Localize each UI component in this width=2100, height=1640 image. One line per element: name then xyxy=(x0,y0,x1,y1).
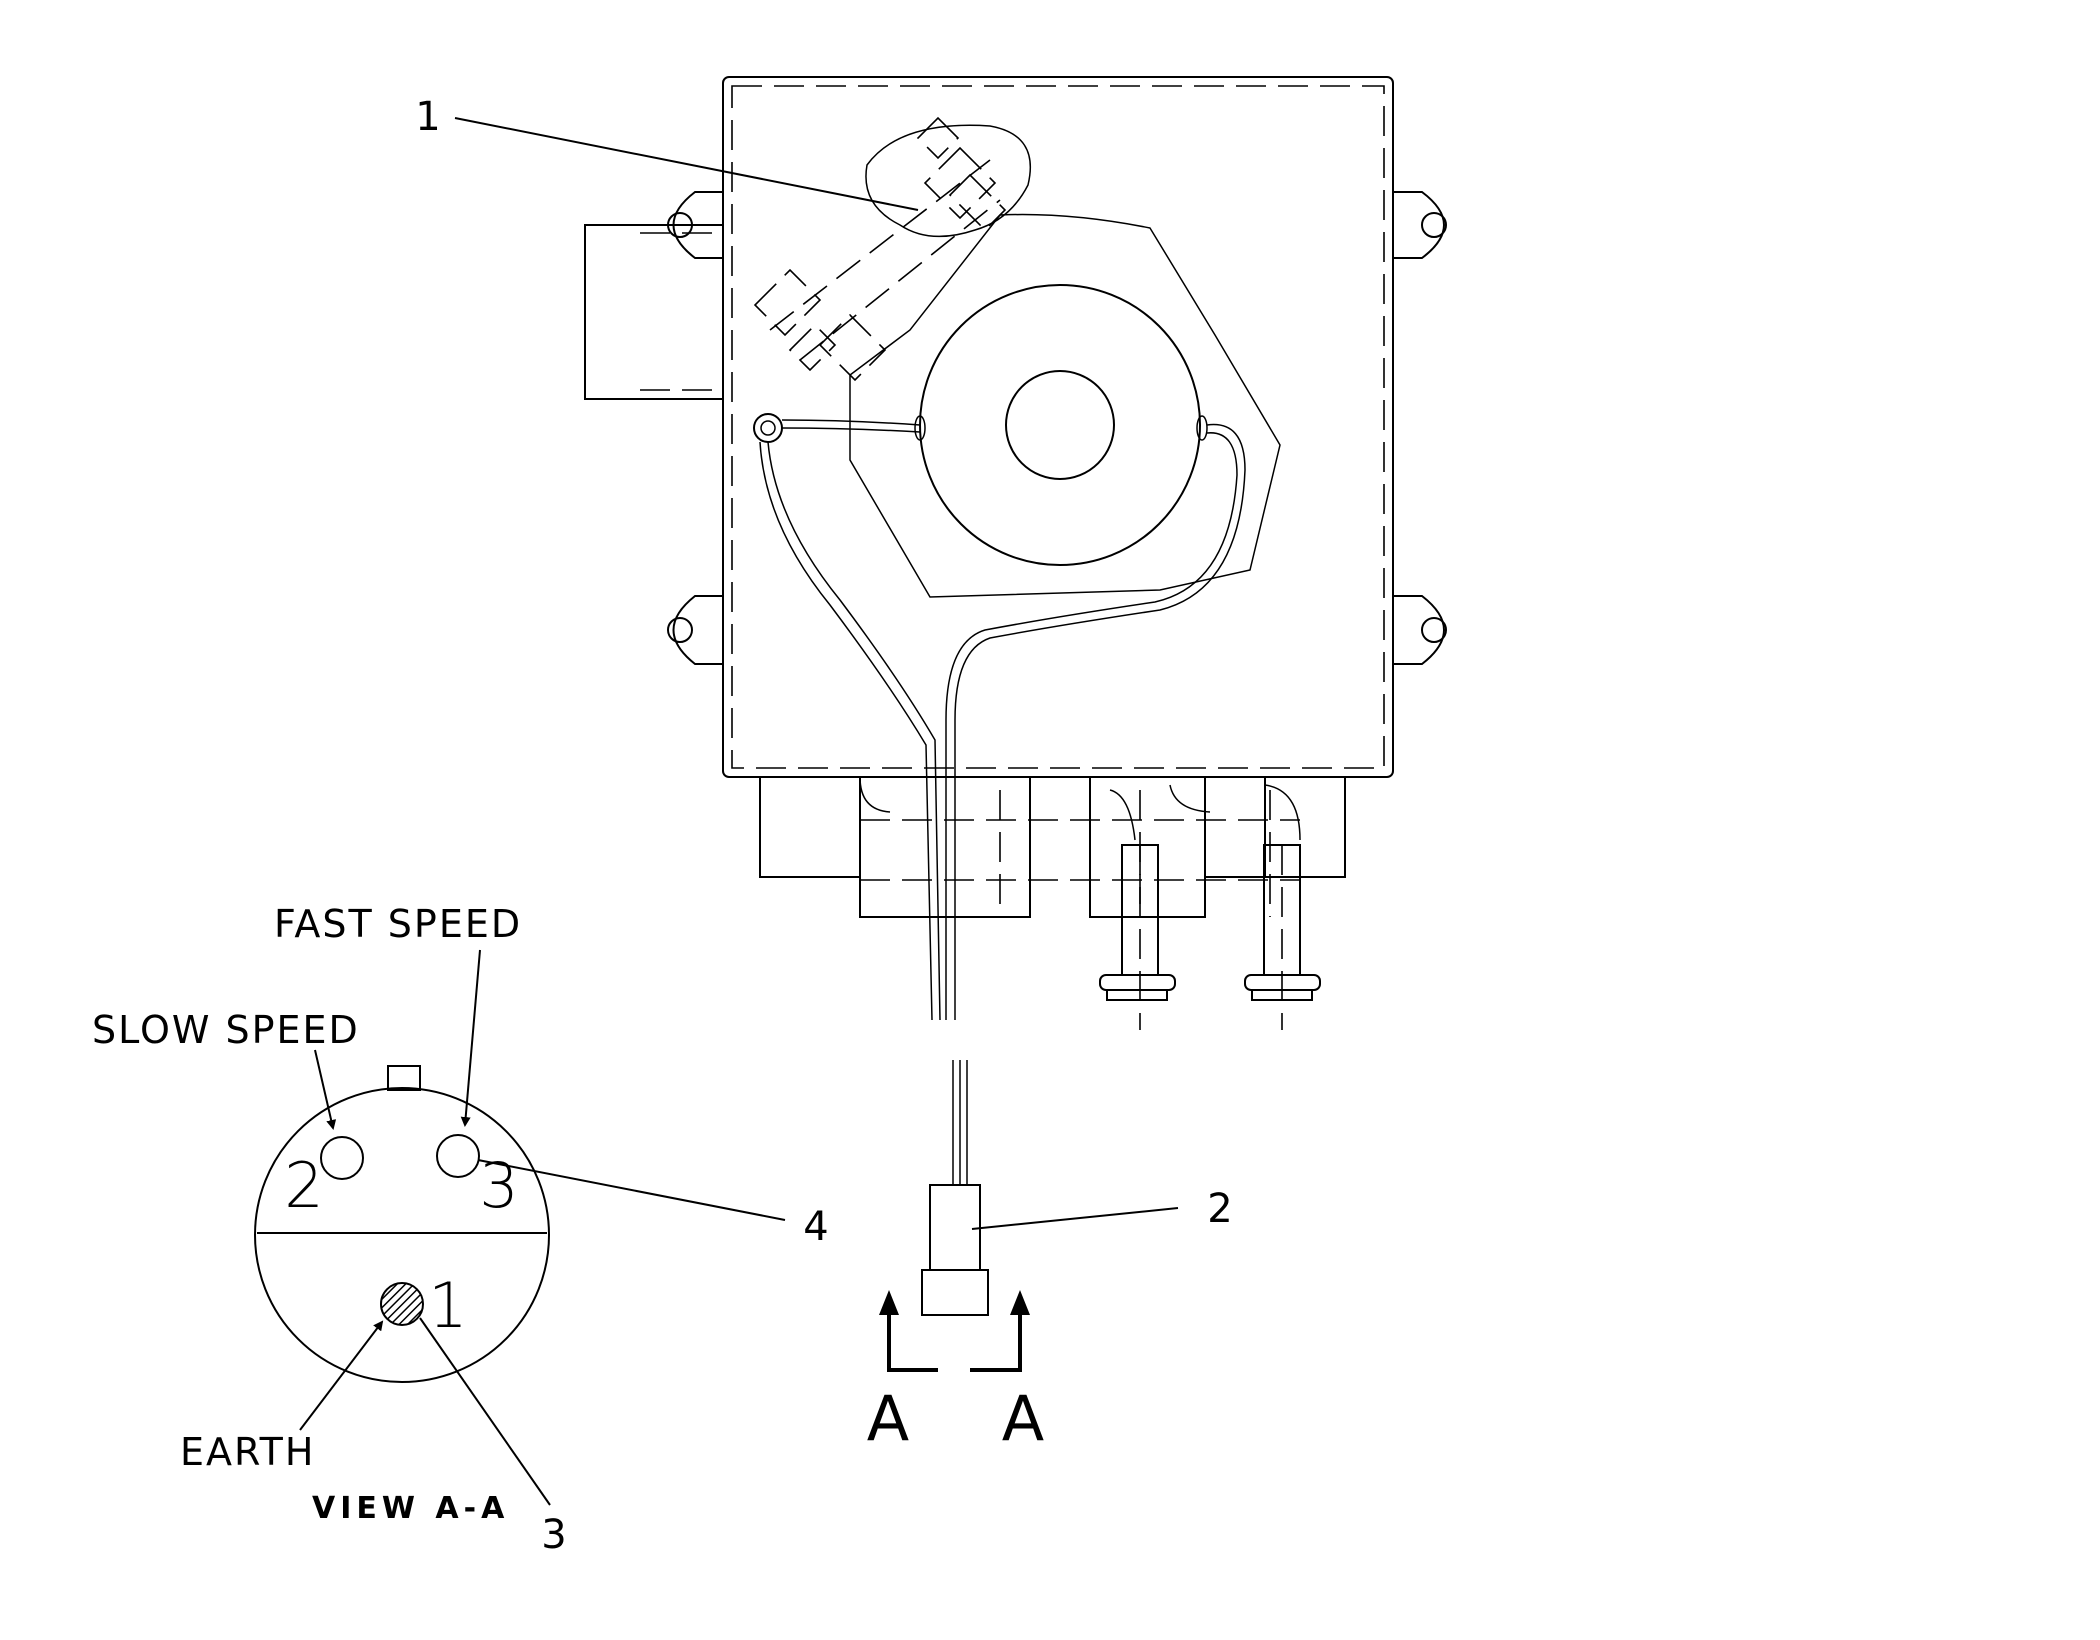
leader-3 xyxy=(419,1317,551,1506)
pin-1-earth xyxy=(380,1282,424,1326)
leader-2 xyxy=(971,1207,1179,1230)
leader-1 xyxy=(454,117,919,211)
rotor-outer xyxy=(919,284,1201,566)
grommet xyxy=(753,413,783,443)
side-bracket xyxy=(584,224,724,400)
connector-key xyxy=(387,1065,421,1091)
pin-1-number: 1 xyxy=(428,1269,467,1342)
internal-wires xyxy=(759,415,1246,1021)
rotor-hub xyxy=(1005,370,1115,480)
section-marks: A A xyxy=(867,1290,1044,1455)
label-view-a-a: VIEW A-A xyxy=(312,1491,509,1526)
bottom-connectors xyxy=(759,776,1346,1030)
pin-2-socket xyxy=(320,1136,364,1180)
leader-4 xyxy=(477,1159,786,1221)
leader-earth xyxy=(299,1320,384,1431)
pin-2-number: 2 xyxy=(284,1149,323,1222)
callout-2: 2 xyxy=(1207,1186,1232,1232)
housing-inner-hidden xyxy=(731,85,1385,769)
leader-fast-speed xyxy=(460,949,481,1127)
housing-outer xyxy=(722,76,1394,778)
mounting-ear-top-right xyxy=(1393,191,1447,259)
label-slow-speed: SLOW SPEED xyxy=(92,1008,360,1052)
callout-1: 1 xyxy=(415,94,440,140)
hidden-switch-parts xyxy=(753,116,1007,382)
pin-3-socket xyxy=(436,1134,480,1178)
cam-plate xyxy=(849,213,1281,598)
label-fast-speed: FAST SPEED xyxy=(274,902,522,946)
plug-assembly xyxy=(921,1060,989,1316)
mounting-ear-bottom-right xyxy=(1393,595,1447,665)
mounting-ear-bottom-left xyxy=(667,595,723,665)
callout-4: 4 xyxy=(803,1204,828,1250)
pin-3-number: 3 xyxy=(479,1149,518,1222)
breakout-region xyxy=(865,124,1032,238)
leader-lines xyxy=(299,117,1179,1506)
connector-face-view: 2 3 1 xyxy=(254,1065,550,1383)
motor-assembly xyxy=(584,76,1447,1030)
plug-tip xyxy=(921,1269,989,1316)
section-label-right: A xyxy=(1002,1382,1044,1455)
plug-body xyxy=(929,1184,981,1271)
callout-3: 3 xyxy=(541,1512,566,1558)
label-earth: EARTH xyxy=(180,1430,315,1474)
connector-outline xyxy=(254,1087,550,1383)
section-label-left: A xyxy=(867,1382,909,1455)
leader-slow-speed xyxy=(314,1049,337,1130)
